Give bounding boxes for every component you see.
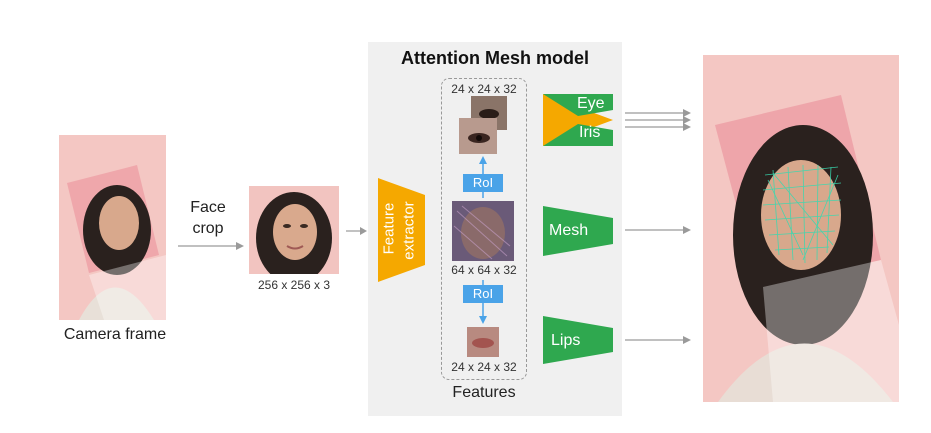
eye-size-label: 24 x 24 x 32	[451, 82, 517, 96]
face-feature-crop	[452, 201, 514, 261]
camera-frame-image	[59, 135, 166, 320]
output-drawing	[703, 55, 899, 402]
face-crop-label-line2: crop	[192, 220, 224, 237]
crop-size-label: 256 x 256 x 3	[257, 278, 331, 292]
face-crop-image	[249, 186, 339, 274]
face-crop-drawing	[249, 186, 339, 274]
lips-label: Lips	[551, 332, 581, 349]
eye-label: Eye	[577, 95, 605, 112]
camera-frame-label: Camera frame	[63, 326, 167, 343]
model-title: Attention Mesh model	[401, 48, 589, 68]
lips-crop-drawing	[467, 327, 499, 357]
features-box	[441, 78, 527, 380]
roi-top-badge: RoI	[463, 174, 503, 192]
face-crop-label-line1: Face	[190, 199, 226, 216]
face-feature-drawing	[452, 201, 514, 261]
camera-frame-drawing	[59, 135, 166, 320]
face-mesh-overlay	[762, 164, 842, 264]
eye-crop-front-drawing	[459, 118, 497, 154]
feature-extractor-label-line2: extractor	[400, 201, 418, 260]
eye-crop-front	[459, 118, 497, 154]
output-image	[703, 55, 899, 402]
iris-label: Iris	[579, 124, 601, 141]
roi-bottom-badge: RoI	[463, 285, 503, 303]
lips-size-label: 24 x 24 x 32	[451, 360, 517, 374]
lips-crop	[467, 327, 499, 357]
mesh-label: Mesh	[549, 222, 589, 239]
feature-extractor-label-line1: Feature	[380, 202, 398, 255]
features-label: Features	[452, 384, 516, 401]
face-size-label: 64 x 64 x 32	[451, 263, 517, 277]
